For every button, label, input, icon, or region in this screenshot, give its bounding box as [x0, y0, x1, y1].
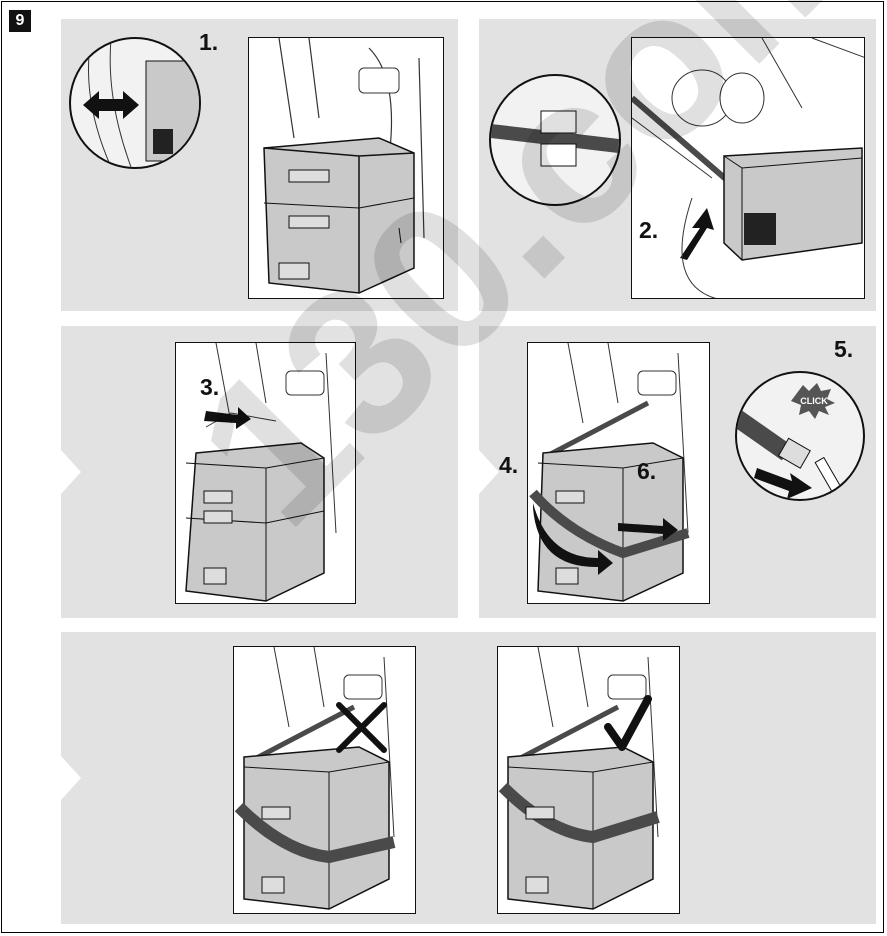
flow-arrow-marker: [61, 450, 81, 494]
cross-mark-icon: [339, 705, 384, 750]
click-label: CLICK: [800, 396, 828, 406]
detail-callout-buckle: CLICK: [735, 371, 865, 501]
panel-step-2: 2.: [479, 19, 876, 311]
illustration-cooler-strapped: [527, 342, 710, 604]
step-label-4: 4.: [499, 452, 518, 479]
illustration-cooler-seat-1: [248, 37, 444, 299]
step-label-2: 2.: [639, 217, 658, 244]
step-label-3: 3.: [200, 374, 219, 401]
illustration-cooler-seat-2: [631, 37, 865, 299]
figure-number-badge: 9: [9, 10, 31, 32]
check-mark-icon: [608, 699, 648, 747]
illustration-correct-strapping: [497, 646, 680, 914]
detail-callout-handle: [69, 37, 201, 169]
step-label-6: 6.: [637, 458, 656, 485]
flow-arrow-marker: [61, 756, 81, 800]
detail-callout-strap-clip: [489, 74, 621, 206]
panel-correct-vs-incorrect: [61, 632, 876, 924]
step-label-1: 1.: [199, 29, 218, 56]
flow-arrow-marker: [479, 450, 499, 494]
illustration-incorrect-strapping: [233, 646, 416, 914]
panel-step-3: 3.: [61, 326, 458, 618]
step-label-5: 5.: [834, 336, 853, 363]
panel-step-4-6: CLICK 4. 5. 6.: [479, 326, 876, 618]
panel-step-1: 1.: [61, 19, 458, 311]
